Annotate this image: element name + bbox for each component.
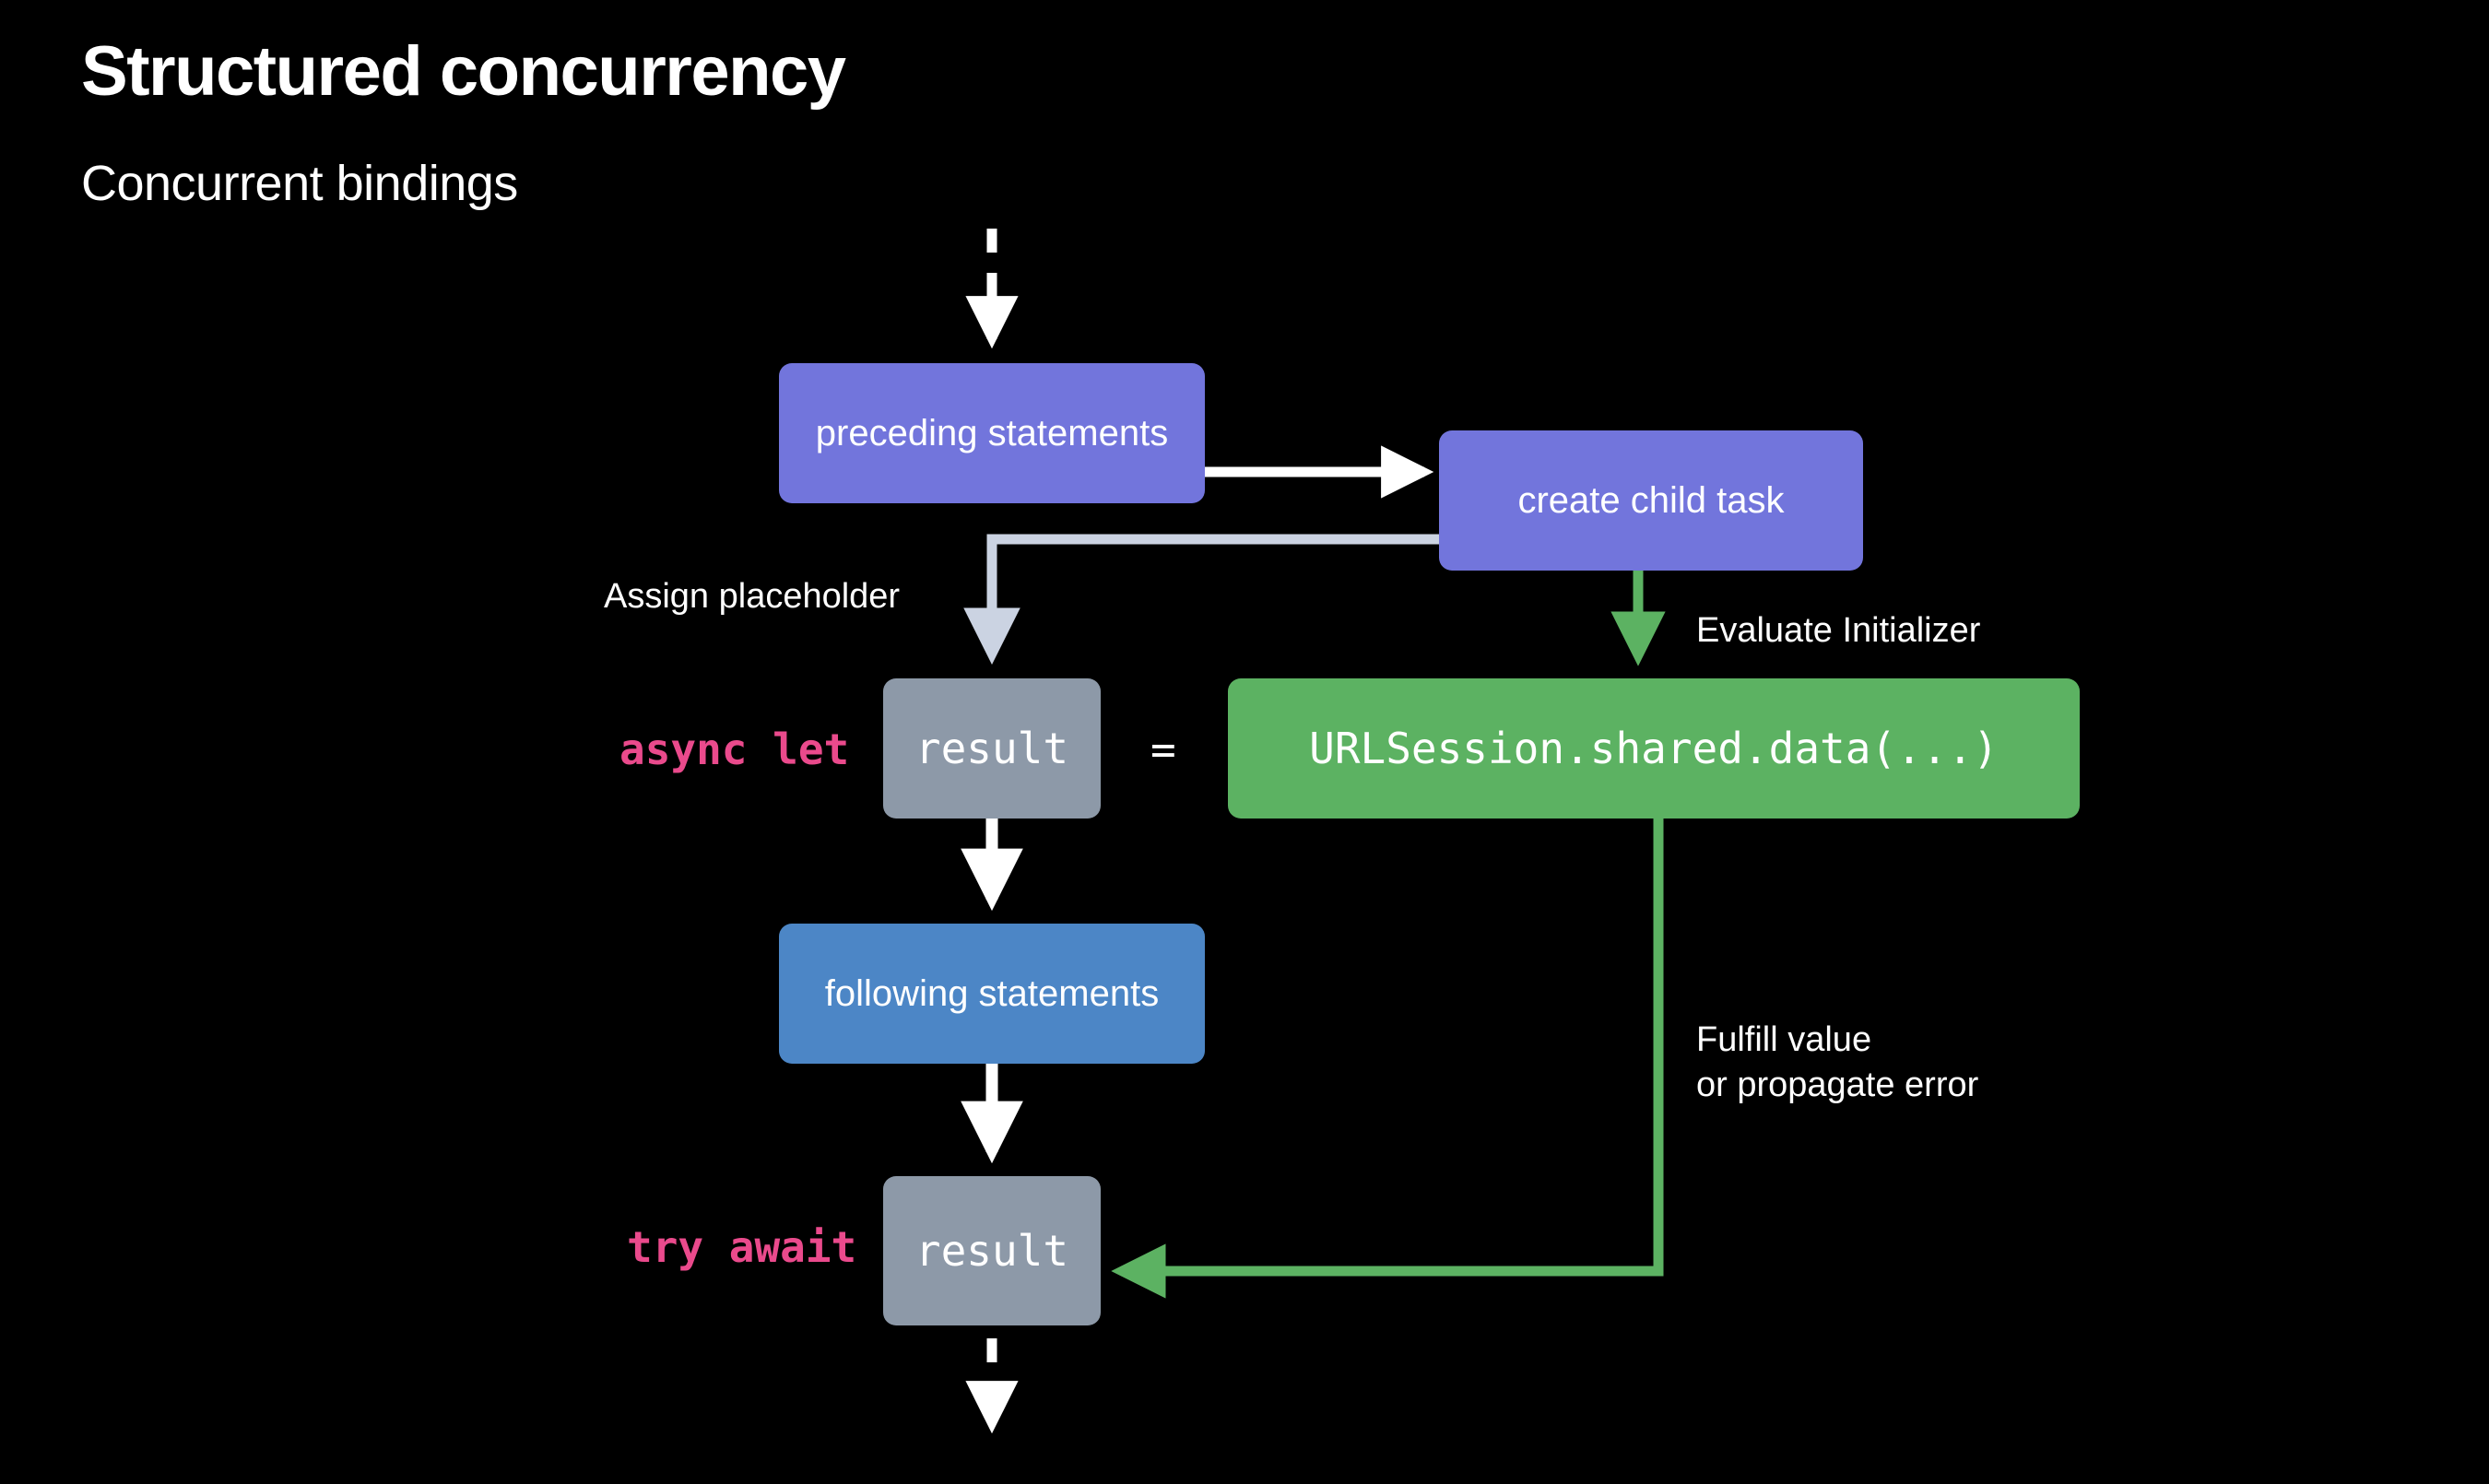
node-create-child-task[interactable]: create child task	[1439, 430, 1863, 571]
edge-label-assign-placeholder: Assign placeholder	[604, 577, 901, 616]
edge-assign-placeholder	[963, 534, 1439, 665]
edge-label-fulfill-or-propagate: Fulfill value or propagate error	[1696, 1018, 1978, 1107]
node-initializer-expression[interactable]: URLSession.shared.data(...)	[1228, 678, 2080, 819]
edge-label-fulfill-line2: or propagate error	[1696, 1065, 1979, 1104]
edge-label-evaluate-initializer: Evaluate Initializer	[1696, 611, 1981, 650]
node-result-placeholder[interactable]: result	[883, 678, 1101, 819]
page-subtitle: Concurrent bindings	[81, 156, 518, 211]
edge-label-fulfill-line1: Fulfill value	[1696, 1020, 1872, 1059]
node-following-statements[interactable]: following statements	[779, 924, 1205, 1064]
page-title: Structured concurrency	[81, 32, 846, 111]
node-result-awaited[interactable]: result	[883, 1176, 1101, 1325]
node-preceding-statements[interactable]: preceding statements	[779, 363, 1205, 503]
keyword-try-await: try await	[627, 1222, 857, 1272]
equals-sign: =	[1150, 724, 1176, 774]
keyword-async-let: async let	[619, 724, 850, 774]
